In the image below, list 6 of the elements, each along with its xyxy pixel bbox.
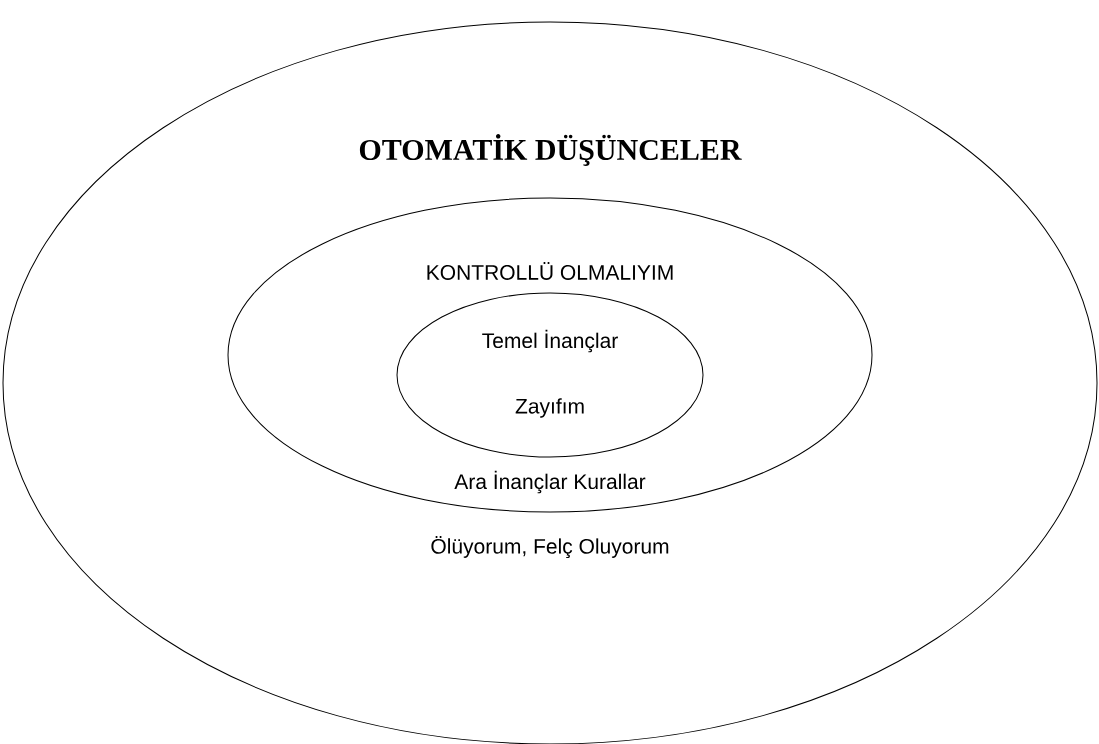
heading: OTOMATİK DÜŞÜNCELER xyxy=(359,134,742,166)
text-label: KONTROLLÜ OLMALIYIM xyxy=(427,262,673,280)
text-label: Ara İnançlar Kurallar xyxy=(454,470,646,494)
text-label: Temel İnançlar xyxy=(482,329,618,353)
text-label: Ölüyorum, Felç Oluyorum xyxy=(431,536,669,558)
text-label: Zayıfım xyxy=(515,398,584,418)
